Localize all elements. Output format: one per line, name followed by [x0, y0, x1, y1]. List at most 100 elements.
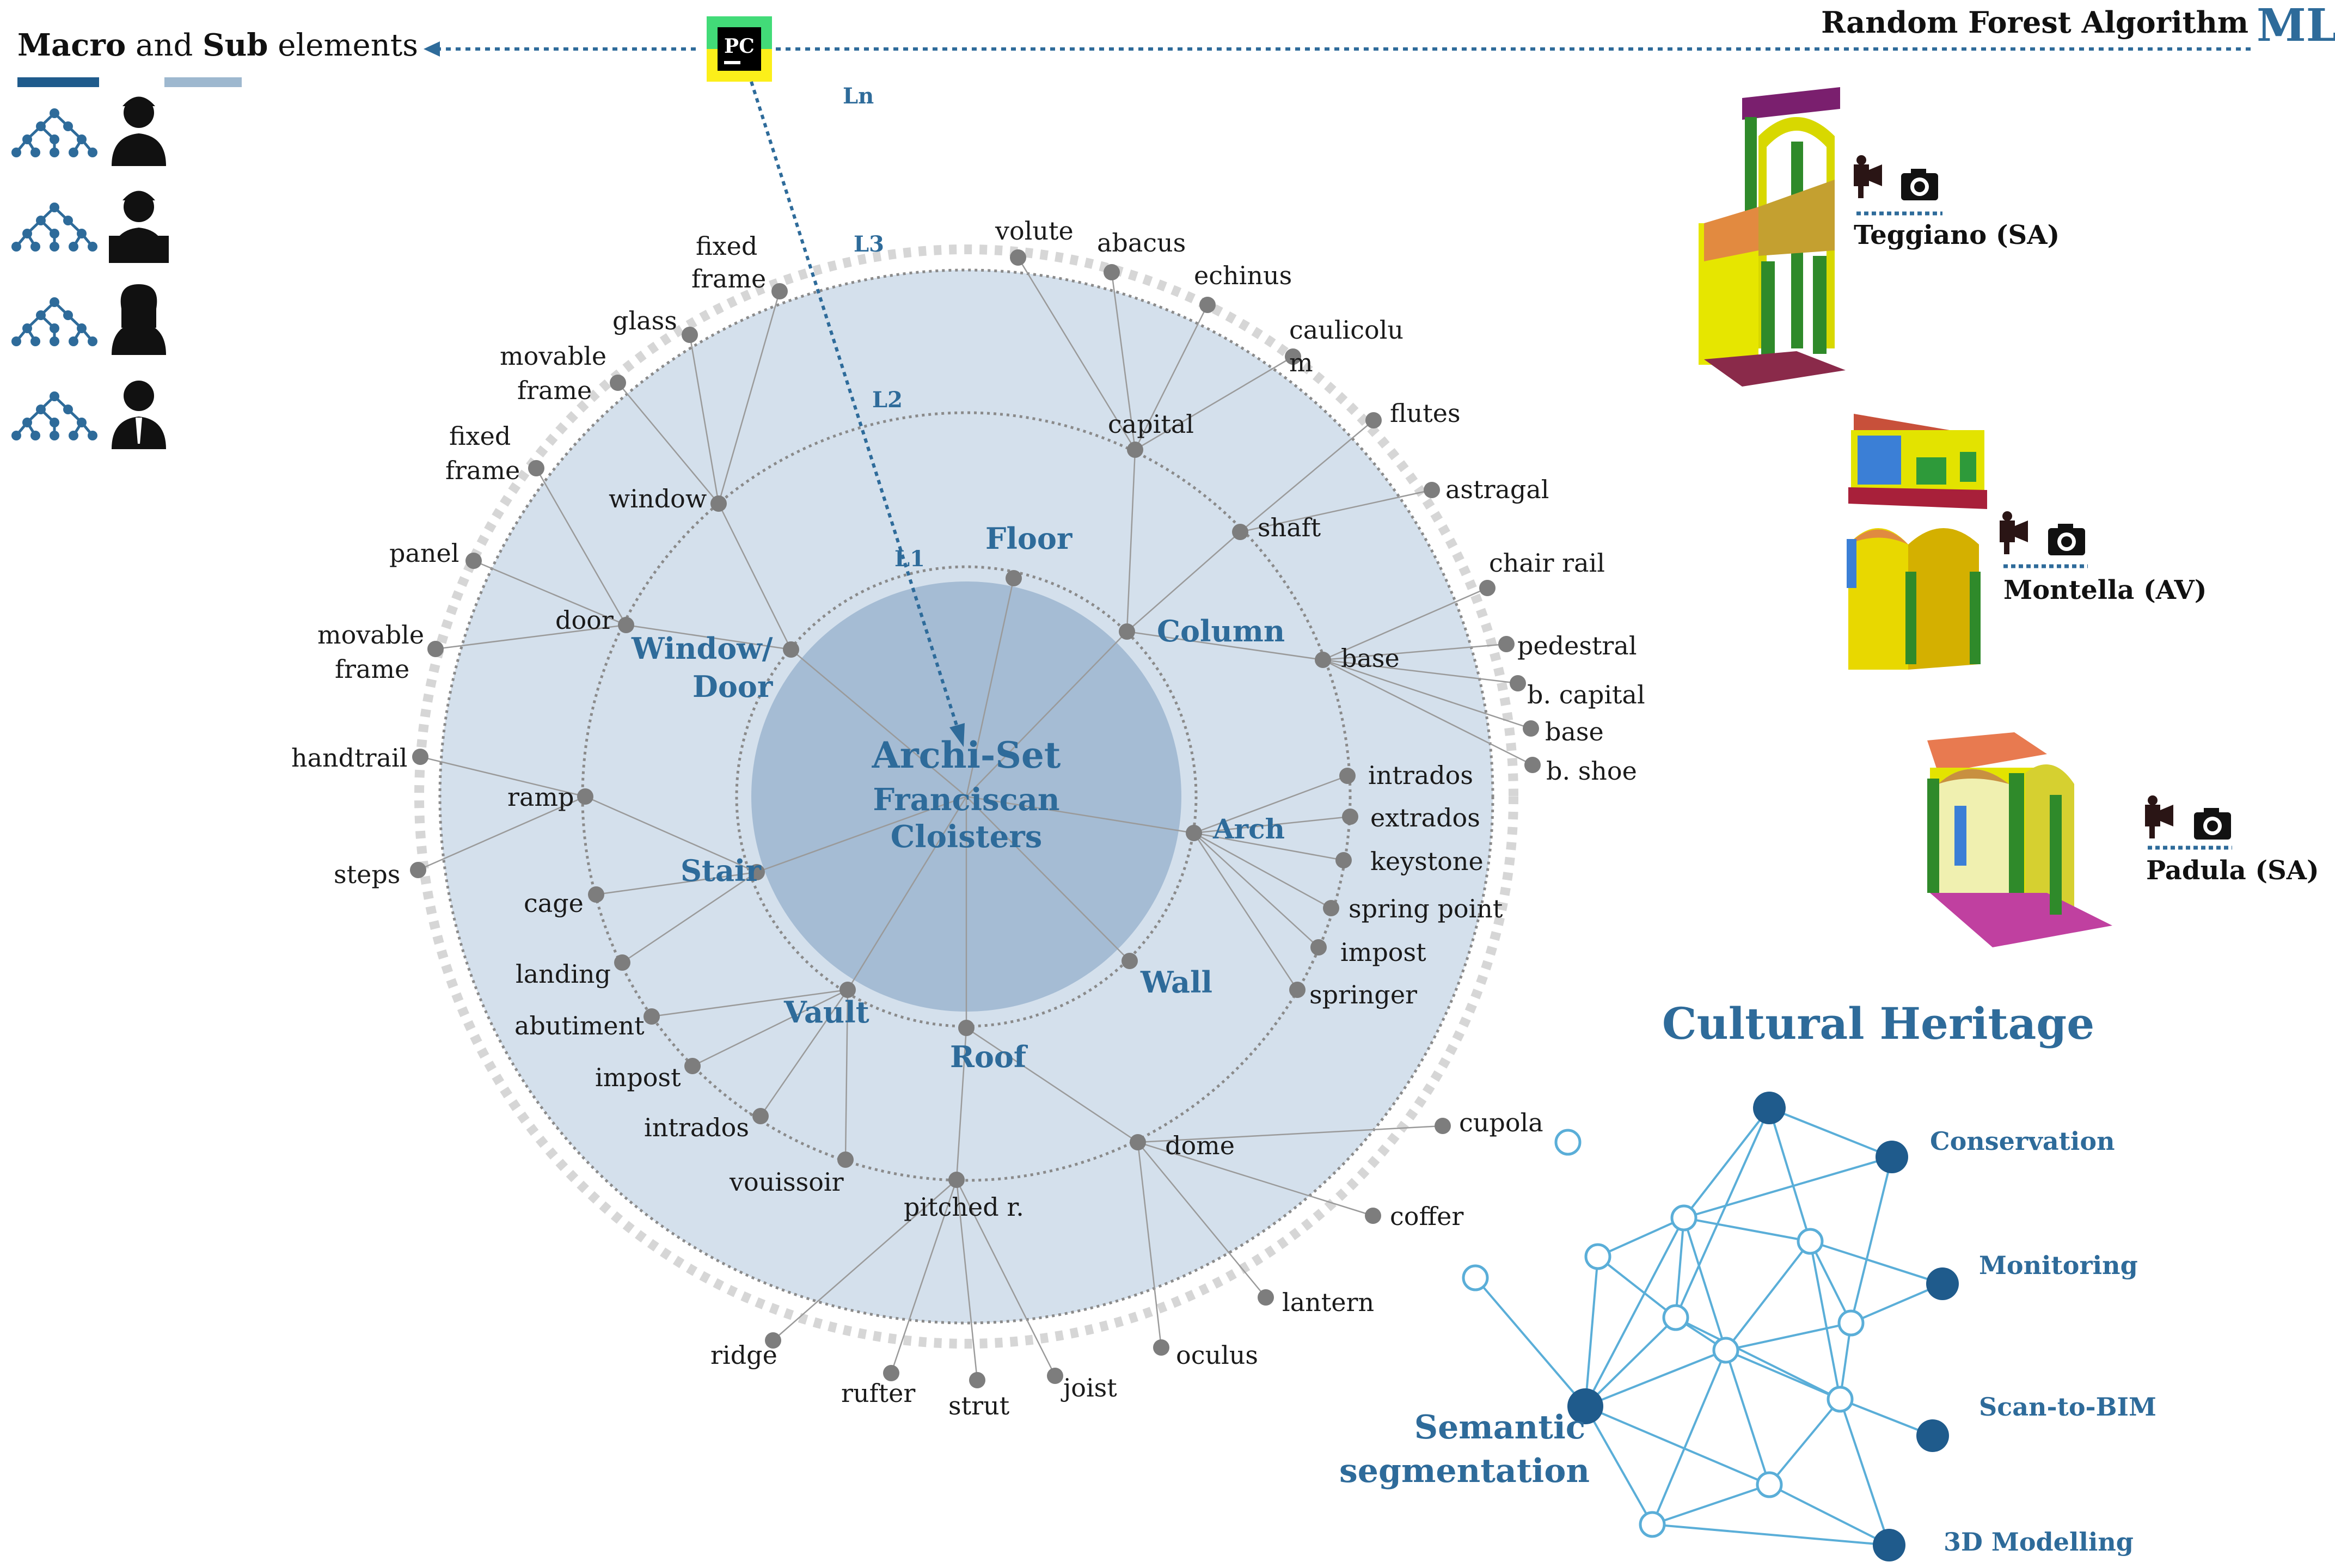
network-link	[1584, 1256, 1599, 1407]
macro-wall: Wall	[1140, 965, 1212, 1000]
tree-node	[528, 460, 544, 476]
l3-ridge: ridge	[710, 1340, 777, 1370]
l2-window: window	[609, 484, 707, 513]
network-app-node	[1916, 1419, 1949, 1452]
l2-intrados: intrados	[644, 1113, 749, 1142]
l3-fixed-frame-top-2: frame	[691, 264, 766, 293]
network-link	[1675, 1316, 1841, 1400]
macro-stair: Stair	[681, 853, 761, 888]
tree-node	[837, 1152, 854, 1168]
tree-node	[427, 641, 444, 657]
tree-node	[1199, 297, 1216, 313]
network-link	[1683, 1217, 1811, 1242]
level-l1: L1	[894, 546, 925, 572]
video-camera-icon	[2000, 511, 2028, 554]
network-link	[1683, 1107, 1770, 1219]
network-link	[1585, 1405, 1770, 1486]
network-link	[1768, 1107, 1811, 1242]
tree-node	[1523, 720, 1539, 737]
network-link	[1474, 1277, 1586, 1407]
tree-node	[465, 553, 482, 569]
l2-door: door	[555, 605, 614, 635]
l3-impost: impost	[1340, 938, 1426, 967]
tree-node	[1365, 1208, 1381, 1224]
network-node	[1584, 1243, 1611, 1270]
l2-cage: cage	[524, 889, 584, 918]
tree-node	[577, 788, 593, 805]
l3-movable-frame-top-2: frame	[517, 376, 592, 405]
l2-shaft: shaft	[1258, 513, 1321, 542]
l3-cupola: cupola	[1459, 1108, 1543, 1137]
tree-link	[756, 795, 967, 873]
photo-camera-icon	[2048, 524, 2085, 555]
video-camera-icon	[1854, 155, 1882, 198]
l2-dome: dome	[1165, 1131, 1235, 1160]
macro-window-door-2: Door	[692, 669, 773, 704]
l3-base: base	[1545, 717, 1604, 746]
network-link	[1585, 1349, 1726, 1407]
tree-link	[1193, 832, 1332, 909]
network-node	[1797, 1228, 1824, 1255]
l3-joist: joist	[1061, 1373, 1117, 1402]
l3-glass: glass	[612, 306, 677, 335]
tree-node	[1435, 1118, 1451, 1134]
technician-laptop-icon	[109, 191, 169, 263]
svg-text:PC: PC	[724, 35, 755, 58]
tree-node	[618, 617, 634, 633]
network-link	[1652, 1484, 1770, 1526]
tree-link	[1137, 1141, 1374, 1217]
network-node	[1662, 1304, 1689, 1331]
macro-roof: Roof	[950, 1039, 1028, 1074]
tree-node	[958, 1020, 975, 1036]
l2-abutiment: abutiment	[514, 1011, 645, 1040]
network-link	[1675, 1107, 1770, 1318]
tree-node	[1130, 1134, 1146, 1150]
l3-extrados: extrados	[1370, 803, 1480, 832]
network-link	[1725, 1322, 1852, 1351]
hierarchy-tree-icon	[11, 391, 97, 440]
macro-vault: Vault	[783, 995, 869, 1030]
tree-link	[965, 578, 1015, 797]
tree-link	[773, 1179, 957, 1341]
tree-link	[1017, 257, 1136, 450]
network-app-node	[1873, 1529, 1905, 1561]
network-link	[1584, 1316, 1677, 1407]
l3-fixed-frame-left-1: fixed	[449, 421, 511, 451]
l3-spring-point: spring point	[1349, 894, 1503, 923]
tree-node	[1119, 623, 1135, 640]
macro-floor: Floor	[985, 521, 1072, 556]
tree-link	[1193, 775, 1348, 834]
network-node	[1712, 1337, 1739, 1364]
tree-link	[1322, 587, 1488, 661]
l3-abacus: abacus	[1097, 228, 1186, 258]
tree-link	[1240, 420, 1374, 532]
tree-node	[1342, 808, 1358, 825]
tree-node	[1285, 348, 1301, 365]
l3-rufter: rufter	[841, 1379, 915, 1408]
network-link	[1768, 1398, 1841, 1486]
tree-node	[412, 749, 428, 765]
engineer-icon	[112, 96, 166, 166]
tree-node	[783, 641, 799, 658]
tree-node	[1498, 636, 1515, 652]
tree-link	[689, 334, 720, 504]
macro-window-door-1: Window/	[631, 631, 773, 666]
pycharm-logo-icon: PC	[707, 16, 772, 82]
tree-node	[1424, 482, 1440, 498]
tree-link	[1322, 659, 1531, 730]
tree-link	[759, 989, 849, 1117]
tree-link	[966, 796, 1130, 961]
network-node	[1756, 1471, 1783, 1498]
l3-movable-frame-left-1: movable	[317, 620, 424, 650]
l3-handtrail: handtrail	[291, 743, 407, 773]
tree-link	[966, 631, 1127, 797]
tree-node	[1335, 852, 1352, 868]
tree-link	[1137, 1142, 1266, 1298]
network-link	[1725, 1349, 1841, 1400]
algorithm-label: Random Forest Algorithm	[1821, 5, 2248, 40]
l3-panel: panel	[389, 538, 459, 568]
tree-link	[420, 756, 586, 798]
level-l2: L2	[872, 387, 903, 413]
tree-node	[1510, 675, 1526, 691]
